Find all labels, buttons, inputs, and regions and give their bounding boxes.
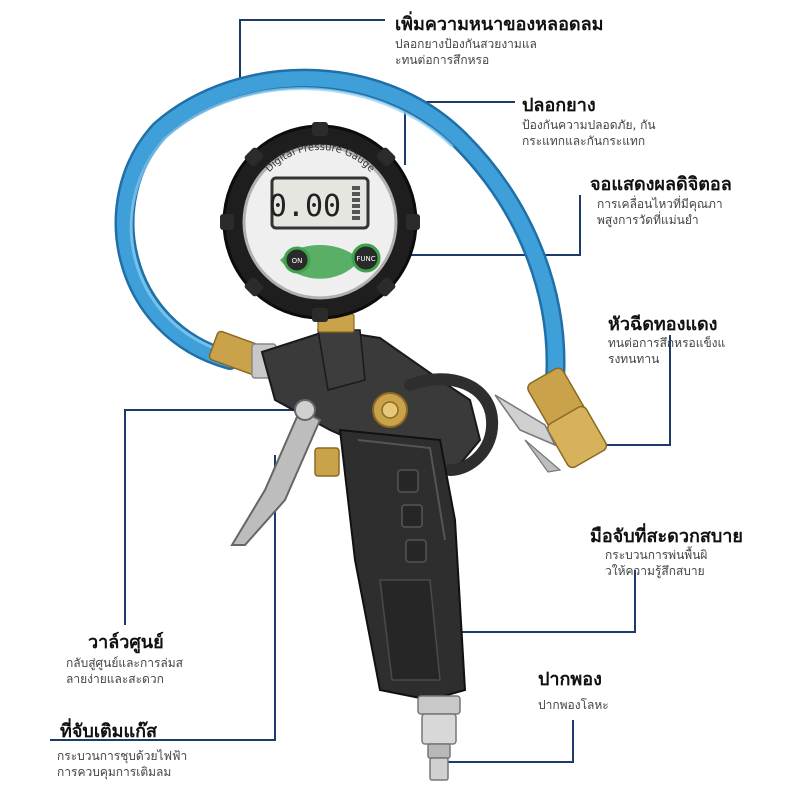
lcd-bar-indicator — [352, 186, 360, 220]
leader-line-digital-display — [378, 195, 581, 256]
leader-line-copper-nozzle — [585, 335, 671, 446]
callout-trigger-desc-line: การควบคุมการเติมลม — [57, 765, 172, 779]
callout-copper-nozzle-desc-line: รงทนทาน — [608, 352, 660, 366]
callout-copper-nozzle-desc: ทนต่อการสึกหรอแข็งแ รงทนทาน — [608, 335, 800, 367]
callout-nozzle-desc: ปากพองโลหะ — [538, 697, 738, 713]
callout-digital-display-desc-line: พสูงการวัดที่แม่นยำ — [597, 213, 699, 227]
callout-nozzle-desc-line: ปากพองโลหะ — [538, 698, 609, 712]
callout-rubber-sleeve-title: ปลอกยาง — [522, 95, 596, 116]
callout-valve-zero-desc: กลับสู่ศูนย์และการล่มส ลายง่ายและสะดวก — [66, 655, 266, 687]
callout-valve-zero-title: วาล์วศูนย์ — [88, 632, 164, 653]
callout-digital-display-title: จอแสดงผลดิจิตอล — [590, 174, 732, 195]
callout-rubber-sleeve-desc-line: ป้องกันความปลอดภัย, กัน — [522, 118, 656, 132]
callout-digital-display-desc-line: การเคลื่อนไหวที่มีคุณภา — [597, 197, 723, 211]
callout-rubber-sleeve-desc: ป้องกันความปลอดภัย, กัน กระแทกและกันกระแ… — [522, 117, 722, 149]
leader-lines — [50, 19, 671, 763]
callout-rubber-sleeve-desc-line: กระแทกและกันกระแทก — [522, 134, 646, 148]
callout-trigger-title: ที่จับเติมแก๊ส — [60, 721, 158, 742]
callout-handle-desc-line: กระบวนการพ่นพื้นผิ — [605, 548, 708, 562]
callout-digital-display-desc: การเคลื่อนไหวที่มีคุณภา พสูงการวัดที่แม่… — [597, 196, 797, 228]
leader-line-nozzle — [440, 720, 574, 763]
callout-hose-desc-line: ปลอกยางป้องกันสวยงามแล — [395, 37, 537, 51]
air-inlet-connector — [417, 695, 461, 781]
leader-line-trigger — [50, 455, 276, 741]
leader-line-hose — [239, 19, 385, 88]
callout-handle-desc-line: วให้ความรู้สึกสบาย — [605, 564, 705, 578]
callout-nozzle-title: ปากพอง — [538, 669, 602, 690]
callout-hose-desc-line: ะทนต่อการสึกหรอ — [395, 53, 490, 67]
leader-line-valve-zero — [124, 409, 300, 625]
callout-handle-title: มือจับที่สะดวกสบาย — [590, 526, 743, 547]
air-hose — [114, 68, 566, 390]
callout-copper-nozzle-desc-line: ทนต่อการสึกหรอแข็งแ — [608, 336, 726, 350]
func-button: FUNC — [351, 243, 381, 273]
lcd-reading: 0.00 — [269, 189, 341, 224]
callout-hose-title: เพิ่มความหนาของหลอดลม — [395, 14, 604, 35]
callout-valve-zero-desc-line: กลับสู่ศูนย์และการล่มส — [66, 656, 183, 670]
callout-trigger-desc-line: กระบวนการชุบด้วยไฟฟ้า — [57, 749, 188, 763]
callout-copper-nozzle-title: หัวฉีดทองแดง — [608, 314, 718, 335]
gun-body — [260, 313, 499, 702]
func-button-label: FUNC — [356, 255, 375, 263]
callout-hose-desc: ปลอกยางป้องกันสวยงามแล ะทนต่อการสึกหรอ — [395, 36, 595, 68]
on-button: ON — [283, 246, 311, 274]
callout-valve-zero-desc-line: ลายง่ายและสะดวก — [66, 672, 164, 686]
lcd-screen — [270, 176, 370, 230]
callout-trigger-desc: กระบวนการชุบด้วยไฟฟ้า การควบคุมการเติมลม — [57, 748, 257, 780]
on-button-label: ON — [292, 257, 303, 265]
zero-valve-screw — [372, 392, 408, 428]
digital-gauge: Digital Pressure Gauge 0.00 ON FUNC — [220, 122, 420, 322]
trigger-lever — [230, 399, 340, 546]
callout-handle-desc: กระบวนการพ่นพื้นผิ วให้ความรู้สึกสบาย — [605, 547, 800, 579]
copper-nozzle-chuck — [494, 367, 608, 473]
leader-line-handle — [440, 570, 636, 633]
